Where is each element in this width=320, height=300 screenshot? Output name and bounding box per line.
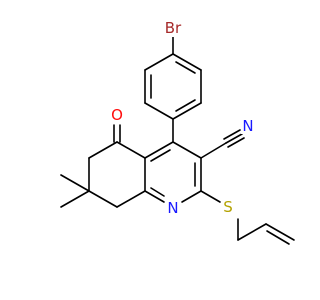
bond-ch-ch2-1 (265, 223, 295, 241)
bond-ch-ch2-2 (266, 230, 290, 245)
bond-c2-n1 (181, 190, 202, 203)
bond-ch2-ch (237, 223, 267, 241)
ring-nitrogen-label: N (167, 199, 178, 217)
bond-cn-triple1 (225, 133, 243, 144)
bond-c7-c8 (88, 190, 118, 208)
cyclohexenone-ring (88, 141, 146, 208)
bond-n1-c8a (144, 190, 165, 203)
pyridine-ring (144, 141, 202, 203)
bond-cn-triple2 (223, 129, 241, 140)
bond-c7-me2 (60, 190, 90, 208)
bond-c4a-c4 (144, 141, 174, 159)
bromine-label: Br (165, 19, 182, 37)
bond-ph3 (172, 102, 202, 120)
atom-oxygen: O (110, 106, 124, 124)
bond-ph-inner2 (175, 99, 196, 112)
bond-ph1 (172, 53, 202, 71)
bond-cn-triple3 (227, 137, 245, 148)
bond-c2-s (200, 190, 221, 203)
nitrile-nitrogen-label: N (242, 117, 253, 135)
bond-ph4 (144, 102, 174, 120)
bromophenyl-ring (144, 53, 202, 120)
bond-ph6 (144, 53, 174, 71)
bond-c4-c4a-inner (150, 149, 171, 162)
atom-ring-nitrogen: N (166, 199, 180, 217)
bond-ph-inner1 (175, 61, 196, 74)
bond-c5-c6 (88, 141, 118, 159)
bond-c4-c3 (172, 141, 202, 159)
molecule-structure-diagram: Br O N N S (60, 19, 295, 245)
atom-sulfur: S (221, 198, 235, 216)
bond-c3-cn (200, 142, 227, 159)
bond-c4a-c5 (116, 141, 146, 159)
oxygen-label: O (111, 106, 123, 124)
bond-n1-c8a-inner (150, 187, 165, 197)
sulfur-label: S (223, 198, 233, 216)
bond-c8-c8a (116, 190, 146, 208)
atom-nitrile-nitrogen: N (241, 117, 255, 135)
atom-bromine: Br (161, 19, 185, 37)
bond-c7-me1 (60, 174, 90, 192)
